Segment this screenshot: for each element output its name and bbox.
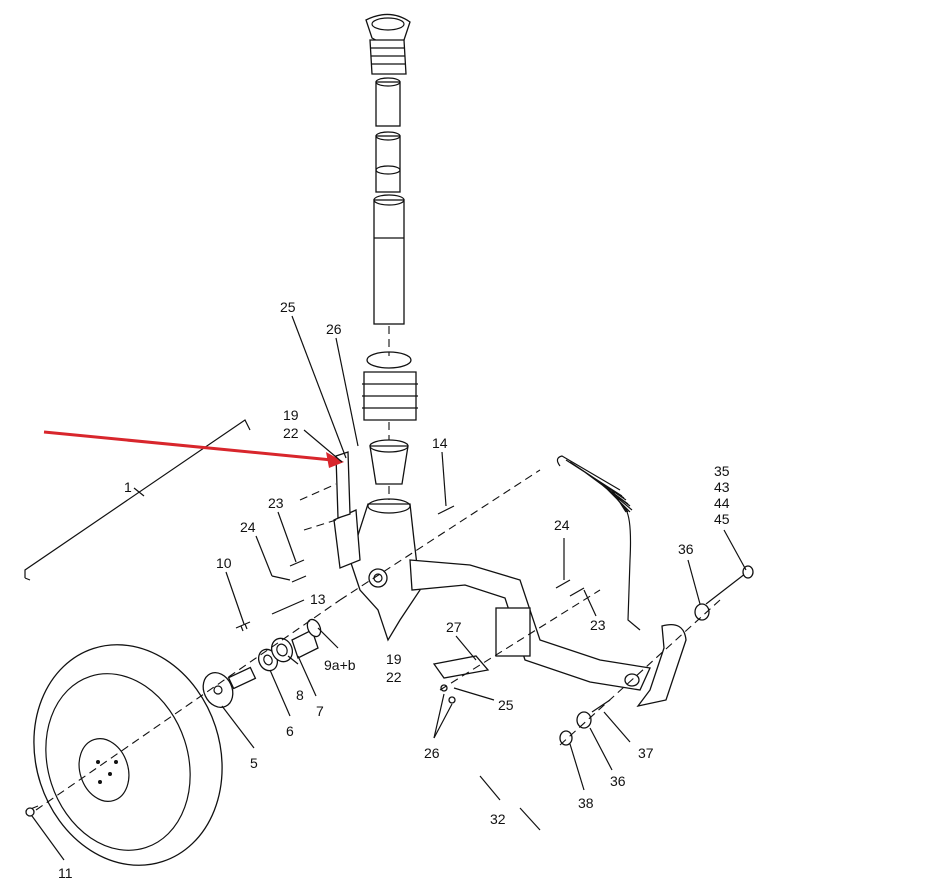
leader-lines	[31, 315, 747, 861]
red-pointer-arrow	[43, 430, 344, 468]
callout-1: 1	[124, 479, 132, 495]
callout-38: 38	[578, 795, 594, 811]
callout-44: 44	[714, 495, 730, 511]
callout-23-left: 23	[268, 495, 284, 511]
callout-26-top: 26	[326, 321, 342, 337]
callout-25-top: 25	[280, 299, 296, 315]
alignment-lines	[35, 469, 721, 811]
callout-35: 35	[714, 463, 730, 479]
callout-23-right: 23	[590, 617, 606, 633]
callout-36-bottom: 36	[610, 773, 626, 789]
callout-labels: 1 25 26 19 22 14 35 43 44 45 23 24 10 13…	[58, 299, 730, 881]
callout-27: 27	[446, 619, 462, 635]
return-spring	[556, 455, 641, 631]
callout-24-left: 24	[240, 519, 256, 535]
callout-6: 6	[286, 723, 294, 739]
callout-7: 7	[316, 703, 324, 719]
callout-32: 32	[490, 811, 506, 827]
callout-10: 10	[216, 555, 232, 571]
callout-13: 13	[310, 591, 326, 607]
pedal-arm	[409, 559, 687, 707]
callout-11: 11	[58, 865, 73, 881]
callout-19-top: 19	[283, 407, 299, 423]
steering-column	[362, 13, 418, 500]
callout-25-bottom: 25	[498, 697, 514, 713]
callout-43: 43	[714, 479, 730, 495]
callout-24-right: 24	[554, 517, 570, 533]
pivot-housing	[333, 451, 421, 642]
callout-22-top: 22	[283, 425, 299, 441]
hub-parts	[202, 618, 322, 709]
frame-outline	[24, 419, 251, 581]
callout-5: 5	[250, 755, 258, 771]
callout-8: 8	[296, 687, 304, 703]
callout-19-bottom: 19	[386, 651, 402, 667]
callout-45: 45	[714, 511, 730, 527]
callout-22-bottom: 22	[386, 669, 402, 685]
callout-26-bottom: 26	[424, 745, 440, 761]
callout-14: 14	[432, 435, 448, 451]
callout-37: 37	[638, 745, 654, 761]
callout-9a-b: 9a+b	[324, 657, 356, 673]
callout-36-top: 36	[678, 541, 694, 557]
brake-disc	[33, 644, 223, 866]
